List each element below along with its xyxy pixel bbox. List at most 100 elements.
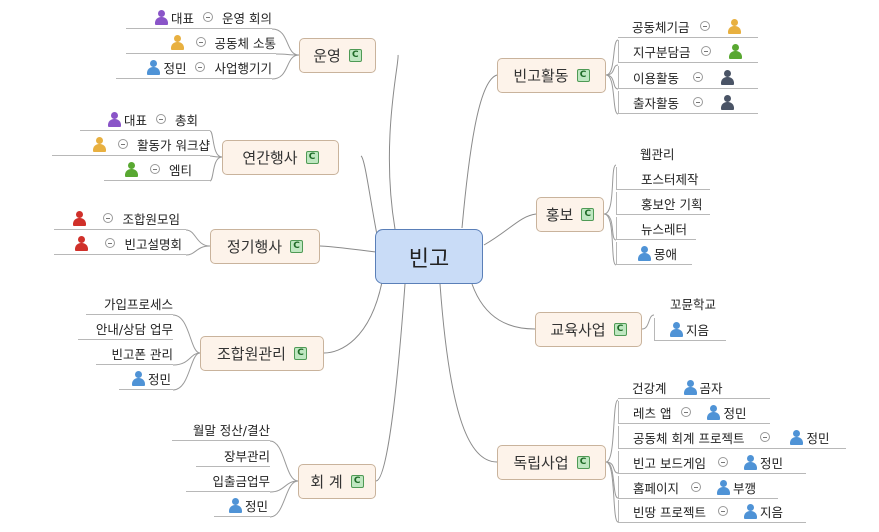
branch-hoegye[interactable]: 회 계 C — [298, 464, 376, 499]
leaf-hoegye-4[interactable]: 정민 — [214, 494, 270, 517]
branch-gyoyuk[interactable]: 교육사업 C — [535, 312, 642, 347]
leaf-label: 꼬뮨학교 — [670, 297, 717, 312]
link-unyeong — [388, 54, 399, 230]
leaf-label: 엠티 — [168, 162, 192, 178]
minus-icon[interactable] — [760, 432, 771, 442]
leaf-dongnip-5[interactable]: 홈페이지 부깽 — [618, 476, 778, 499]
leaf-label: 공동체 소통 — [214, 35, 276, 51]
branch-label: 교육사업 — [550, 321, 606, 339]
minus-icon[interactable] — [105, 238, 116, 248]
leaf-hoegye-2[interactable]: 장부관리 — [196, 444, 270, 467]
leaf-hoegye-1[interactable]: 월말 정산/결산 — [172, 418, 270, 441]
person-icon — [92, 136, 107, 152]
minus-icon[interactable] — [700, 46, 711, 56]
leaf-hwaldong-3[interactable]: 이용활동 — [618, 66, 758, 89]
leaf-label: 빈고폰 관리 — [111, 346, 173, 362]
leaf-jeonggi-2[interactable]: 빈고설명회 — [54, 232, 186, 255]
leaf-hongbo-1[interactable]: 웹관리 — [628, 142, 688, 165]
branch-label: 독립사업 — [513, 454, 569, 472]
person-name: 지음 — [686, 322, 710, 338]
person-icon — [228, 497, 243, 513]
branch-label: 빈고활동 — [513, 67, 569, 85]
leaf-label: 홍보안 기획 — [641, 196, 703, 212]
collapse-icon[interactable]: C — [348, 49, 362, 62]
minus-icon[interactable] — [693, 97, 704, 107]
leaf-dongnip-2[interactable]: 레츠 앱 정민 — [618, 401, 770, 424]
minus-icon[interactable] — [118, 139, 129, 149]
leaf-hwaldong-1[interactable]: 공동체기금 — [618, 15, 758, 38]
leaf-hongbo-2[interactable]: 포스터제작 — [616, 167, 710, 190]
person-name: 대표 — [171, 10, 195, 26]
person-icon — [683, 379, 698, 395]
leaf-gyoyuk-2[interactable]: 지음 — [654, 318, 726, 341]
leaf-johapwon-2[interactable]: 안내/상담 업무 — [78, 317, 173, 340]
leaf-label: 빈고 보드게임 — [633, 455, 706, 471]
branch-unyeong[interactable]: 운영 C — [299, 38, 376, 73]
person-icon — [727, 18, 742, 34]
minus-icon[interactable] — [195, 62, 206, 72]
branch-jeonggi[interactable]: 정기행사 C — [210, 229, 320, 264]
branch-dongnip[interactable]: 독립사업 C — [497, 445, 606, 480]
leaf-unyeong-1[interactable]: 대표 운영 회의 — [126, 6, 272, 29]
branch-hongbo[interactable]: 홍보 C — [536, 197, 604, 232]
collapse-icon[interactable]: C — [290, 240, 304, 253]
minus-icon[interactable] — [691, 482, 702, 492]
branch-hwaldong[interactable]: 빈고활동 C — [497, 58, 606, 93]
person-icon — [716, 479, 731, 495]
minus-icon[interactable] — [693, 72, 704, 82]
leaf-unyeong-2[interactable]: 공동체 소통 — [126, 31, 276, 54]
branch-johapwon[interactable]: 조합원관리 C — [200, 336, 324, 371]
person-icon — [107, 111, 122, 127]
leaf-yeongan-1[interactable]: 대표 총회 — [80, 108, 210, 131]
minus-icon[interactable] — [103, 213, 114, 223]
leaf-gyoyuk-1[interactable]: 꼬뮨학교 — [662, 292, 732, 315]
leaf-unyeong-3[interactable]: 정민 사업행기기 — [116, 56, 272, 79]
leaf-jeonggi-1[interactable]: 조합원모임 — [54, 207, 186, 230]
person-icon — [789, 429, 804, 445]
minus-icon[interactable] — [717, 506, 728, 516]
leaf-hoegye-3[interactable]: 입출금업무 — [186, 469, 270, 492]
leaf-hwaldong-4[interactable]: 출자활동 — [618, 91, 758, 114]
person-name: 정민 — [244, 498, 268, 514]
person-name: 정민 — [759, 455, 783, 471]
leaf-label: 레츠 앱 — [633, 405, 672, 421]
leaf-hongbo-5[interactable]: 몽애 — [616, 242, 692, 265]
leaf-label: 빈땅 프로젝트 — [633, 504, 706, 520]
leaf-label: 포스터제작 — [641, 171, 699, 187]
leaf-dongnip-3[interactable]: 공동체 회계 프로젝트 정민 — [618, 426, 846, 449]
leaf-yeongan-2[interactable]: 활동가 워크샵 — [52, 133, 210, 156]
collapse-icon[interactable]: C — [350, 475, 364, 488]
leaf-johapwon-3[interactable]: 빈고폰 관리 — [96, 342, 173, 365]
person-icon — [706, 404, 721, 420]
minus-icon[interactable] — [195, 37, 206, 47]
leaf-label: 사업행기기 — [214, 60, 272, 76]
person-icon — [154, 9, 169, 25]
leaf-hongbo-3[interactable]: 홍보안 기획 — [616, 192, 710, 215]
minus-icon[interactable] — [149, 164, 160, 174]
minus-icon[interactable] — [699, 21, 710, 31]
collapse-icon[interactable]: C — [294, 347, 307, 360]
leaf-label: 안내/상담 업무 — [95, 321, 173, 337]
leaf-hwaldong-2[interactable]: 지구분담금 — [618, 40, 758, 63]
minus-icon[interactable] — [203, 12, 214, 22]
collapse-icon[interactable]: C — [581, 208, 595, 221]
collapse-icon[interactable]: C — [613, 323, 627, 336]
collapse-icon[interactable]: C — [576, 69, 590, 82]
leaf-dongnip-4[interactable]: 빈고 보드게임 정민 — [618, 451, 806, 474]
leaf-label: 빈고설명회 — [124, 236, 182, 252]
leaf-yeongan-3[interactable]: 엠티 — [104, 158, 210, 181]
leaf-johapwon-1[interactable]: 가입프로세스 — [86, 292, 173, 315]
collapse-icon[interactable]: C — [305, 151, 319, 164]
branch-label: 연간행사 — [242, 149, 298, 167]
leaf-dongnip-1[interactable]: 건강계 곰자 — [618, 376, 770, 399]
collapse-icon[interactable]: C — [576, 456, 590, 469]
minus-icon[interactable] — [681, 407, 692, 417]
leaf-hongbo-4[interactable]: 뉴스레터 — [616, 217, 696, 240]
branch-yeongan[interactable]: 연간행사 C — [222, 140, 339, 175]
minus-icon[interactable] — [155, 114, 166, 124]
leaf-johapwon-4[interactable]: 정민 — [119, 367, 173, 390]
minus-icon[interactable] — [717, 457, 728, 467]
central-topic[interactable]: 빈고 — [375, 229, 483, 284]
leaf-dongnip-6[interactable]: 빈땅 프로젝트 지음 — [618, 500, 806, 523]
